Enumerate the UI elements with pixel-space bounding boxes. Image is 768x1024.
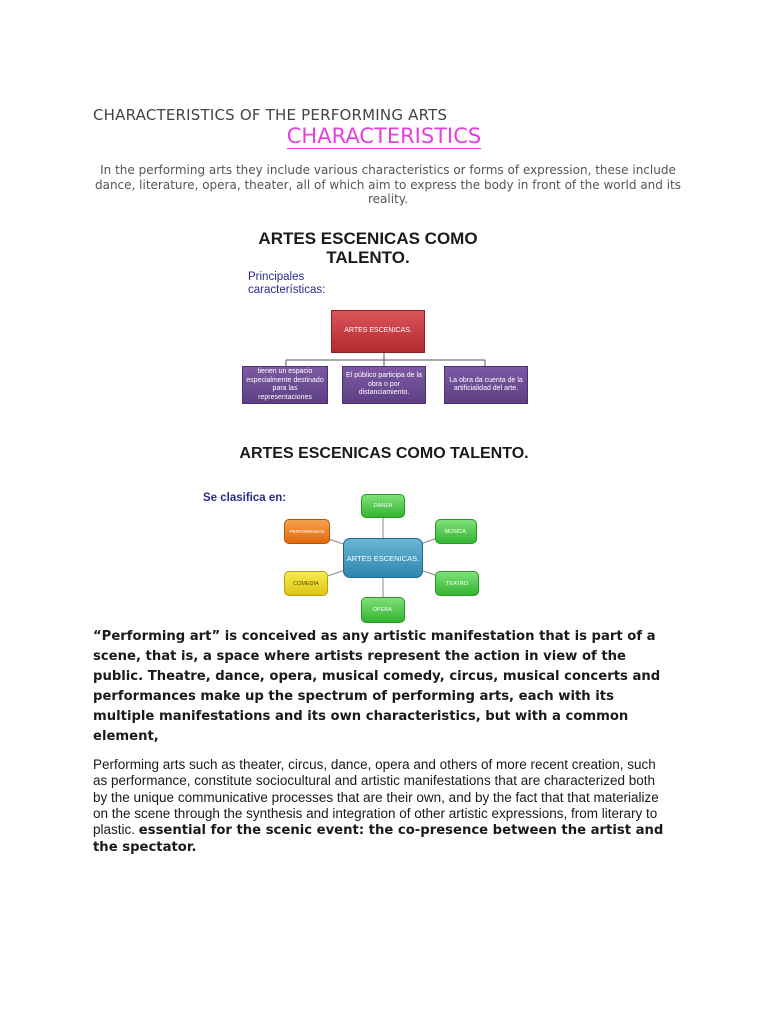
section-title: CHARACTERISTICS <box>0 124 768 149</box>
diagram-subtitle: Se clasifica en: <box>203 492 287 504</box>
connector-lines <box>285 353 486 366</box>
child-box-space: tienen un espacio especialmente destinad… <box>242 366 328 404</box>
node-danza: DANZA <box>361 494 405 518</box>
body-paragraph-text: Performing arts such as theater, circus,… <box>93 757 659 838</box>
diagram-subtitle: Principales características: <box>248 271 326 296</box>
intro-paragraph: In the performing arts they include vari… <box>94 163 682 206</box>
hierarchy-diagram: ARTES ESCENICAS COMO TALENTO. Principale… <box>238 223 530 408</box>
diagram-title: ARTES ESCENICAS COMO TALENTO. <box>258 229 478 267</box>
node-performance: PERFORMANCE <box>284 519 330 544</box>
body-paragraph-emphasis: essential for the scenic event: the co-p… <box>93 823 664 856</box>
body-paragraph: Performing arts such as theater, circus,… <box>93 757 673 857</box>
node-teatro: TEATRO <box>435 571 479 596</box>
node-opera: OPERA. <box>361 597 405 623</box>
node-musica: MÚSICA. <box>435 519 477 544</box>
definition-paragraph: “Performing art” is conceived as any art… <box>93 629 661 744</box>
section-title-text: CHARACTERISTICS <box>286 124 482 149</box>
document-heading: CHARACTERISTICS OF THE PERFORMING ARTS <box>93 106 448 124</box>
child-box-artifice: La obra da cuenta de la artificialidad d… <box>444 366 528 404</box>
radial-diagram: ARTES ESCENICAS COMO TALENTO. Se clasifi… <box>183 437 585 627</box>
child-box-public: El público participa de la obra o por di… <box>342 366 426 404</box>
diagram-title: ARTES ESCENICAS COMO TALENTO. <box>239 445 529 462</box>
root-box: ARTES ESCENICAS. <box>331 310 425 353</box>
center-node: ARTES ESCENICAS. <box>343 538 423 578</box>
node-comedia: COMEDIA <box>284 571 328 596</box>
